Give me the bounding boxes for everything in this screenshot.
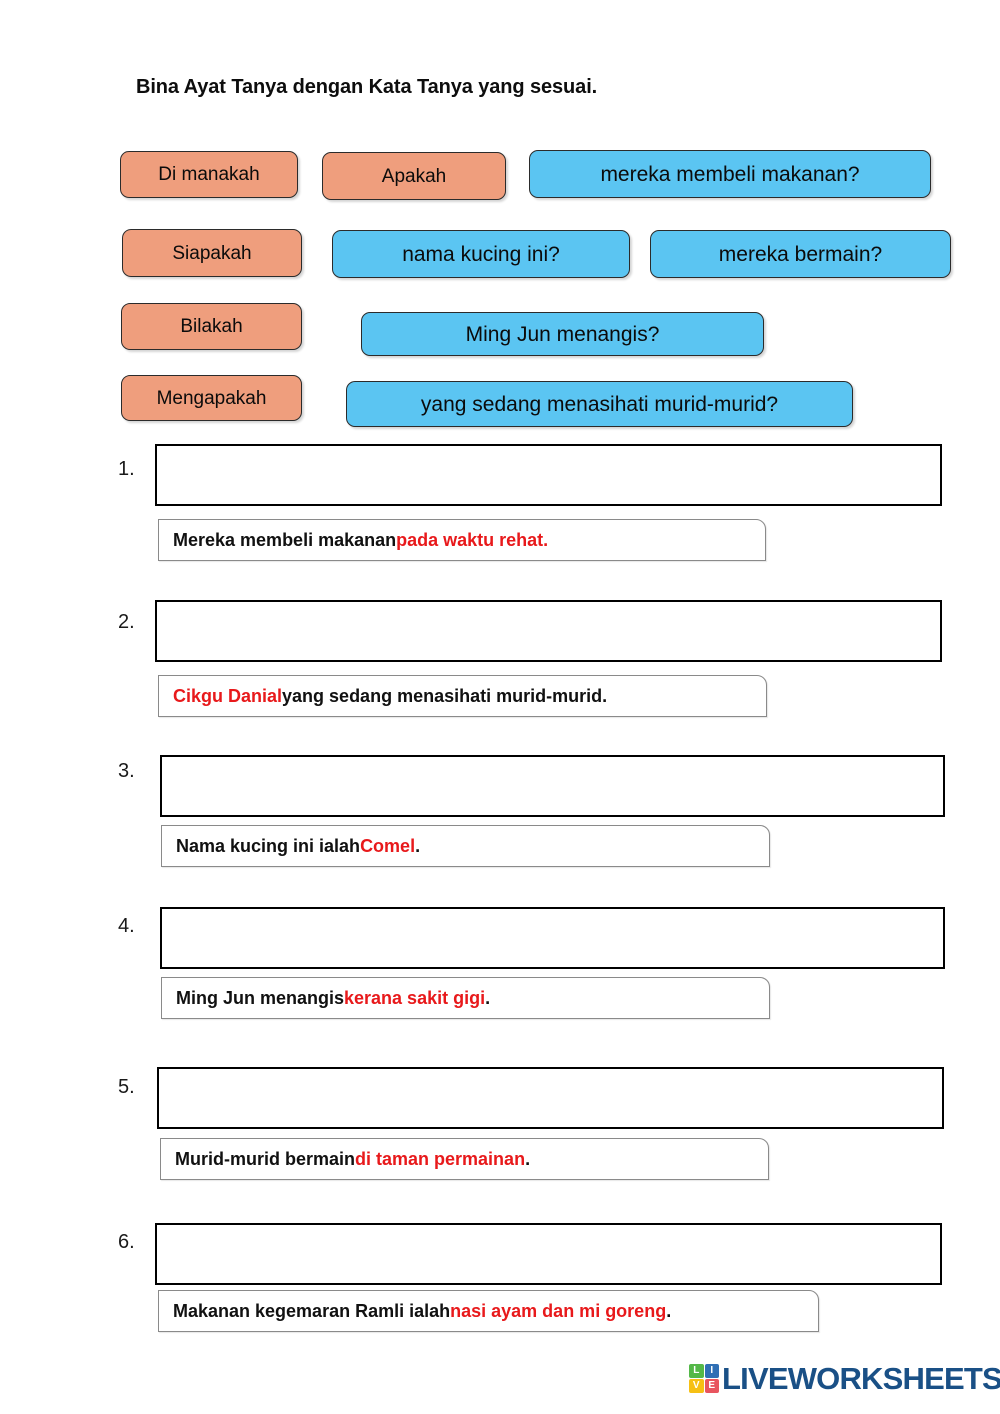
question-number: 2. [118,611,135,633]
liveworksheets-logo[interactable]: L I V E LIVEWORKSHEETS [689,1363,1000,1394]
sentence-highlight: Comel [360,835,416,856]
sentence-post: . [485,987,491,1008]
liveworksheets-mark-icon: L I V E [689,1364,719,1393]
word-bank-chip-yang-sedang-menasihati-murid-murid[interactable]: yang sedang menasihati murid-murid? [346,381,853,427]
word-bank-chip-nama-kucing-ini[interactable]: nama kucing ini? [332,230,630,278]
sentence-post: . [525,1148,531,1169]
sentence-highlight: Cikgu Danial [173,685,283,706]
word-bank-chip-siapakah[interactable]: Siapakah [122,229,302,277]
sentence-pre: Makanan kegemaran Ramli ialah [173,1300,451,1321]
sentence-highlight: kerana sakit gigi [344,987,486,1008]
sentence-pre: Mereka membeli makanan [173,529,397,550]
logo-cell-l: L [689,1364,704,1378]
sentence-prompt-5: Murid-murid bermain di taman permainan. [160,1138,769,1180]
answer-input-5[interactable] [157,1067,944,1129]
sentence-post: yang sedang menasihati murid-murid. [282,685,608,706]
word-bank-chip-bilakah[interactable]: Bilakah [121,303,302,350]
question-number: 5. [118,1076,135,1098]
question-number: 3. [118,760,135,782]
sentence-prompt-1: Mereka membeli makanan pada waktu rehat. [158,519,766,561]
sentence-prompt-3: Nama kucing ini ialah Comel. [161,825,770,867]
answer-input-3[interactable] [160,755,945,817]
answer-input-4[interactable] [160,907,945,969]
sentence-pre: Ming Jun menangis [176,987,345,1008]
answer-input-1[interactable] [155,444,942,506]
logo-cell-e: E [704,1379,719,1393]
logo-cell-i: I [704,1364,719,1378]
sentence-post: . [666,1300,672,1321]
question-number: 1. [118,458,135,480]
word-bank-chip-ming-jun-menangis[interactable]: Ming Jun menangis? [361,312,764,356]
question-number: 6. [118,1231,135,1253]
word-bank-chip-mereka-bermain[interactable]: mereka bermain? [650,230,951,278]
sentence-post: . [415,835,421,856]
sentence-highlight: pada waktu rehat. [396,529,549,550]
word-bank-chip-mengapakah[interactable]: Mengapakah [121,375,302,421]
word-bank-chip-mereka-membeli-makanan[interactable]: mereka membeli makanan? [529,150,931,198]
logo-cell-v: V [689,1379,704,1393]
word-bank-chip-di-manakah[interactable]: Di manakah [120,151,298,198]
question-number: 4. [118,915,135,937]
sentence-prompt-6: Makanan kegemaran Ramli ialah nasi ayam … [158,1290,819,1332]
word-bank-chip-apakah[interactable]: Apakah [322,152,506,200]
answer-input-6[interactable] [155,1223,942,1285]
sentence-prompt-2: Cikgu Danial yang sedang menasihati muri… [158,675,767,717]
liveworksheets-wordmark: LIVEWORKSHEETS [722,1361,1000,1396]
sentence-highlight: nasi ayam dan mi goreng [450,1300,667,1321]
sentence-pre: Murid-murid bermain [175,1148,356,1169]
sentence-prompt-4: Ming Jun menangis kerana sakit gigi. [161,977,770,1019]
sentence-pre: Nama kucing ini ialah [176,835,361,856]
page-title: Bina Ayat Tanya dengan Kata Tanya yang s… [136,76,598,98]
sentence-highlight: di taman permainan [355,1148,526,1169]
answer-input-2[interactable] [155,600,942,662]
